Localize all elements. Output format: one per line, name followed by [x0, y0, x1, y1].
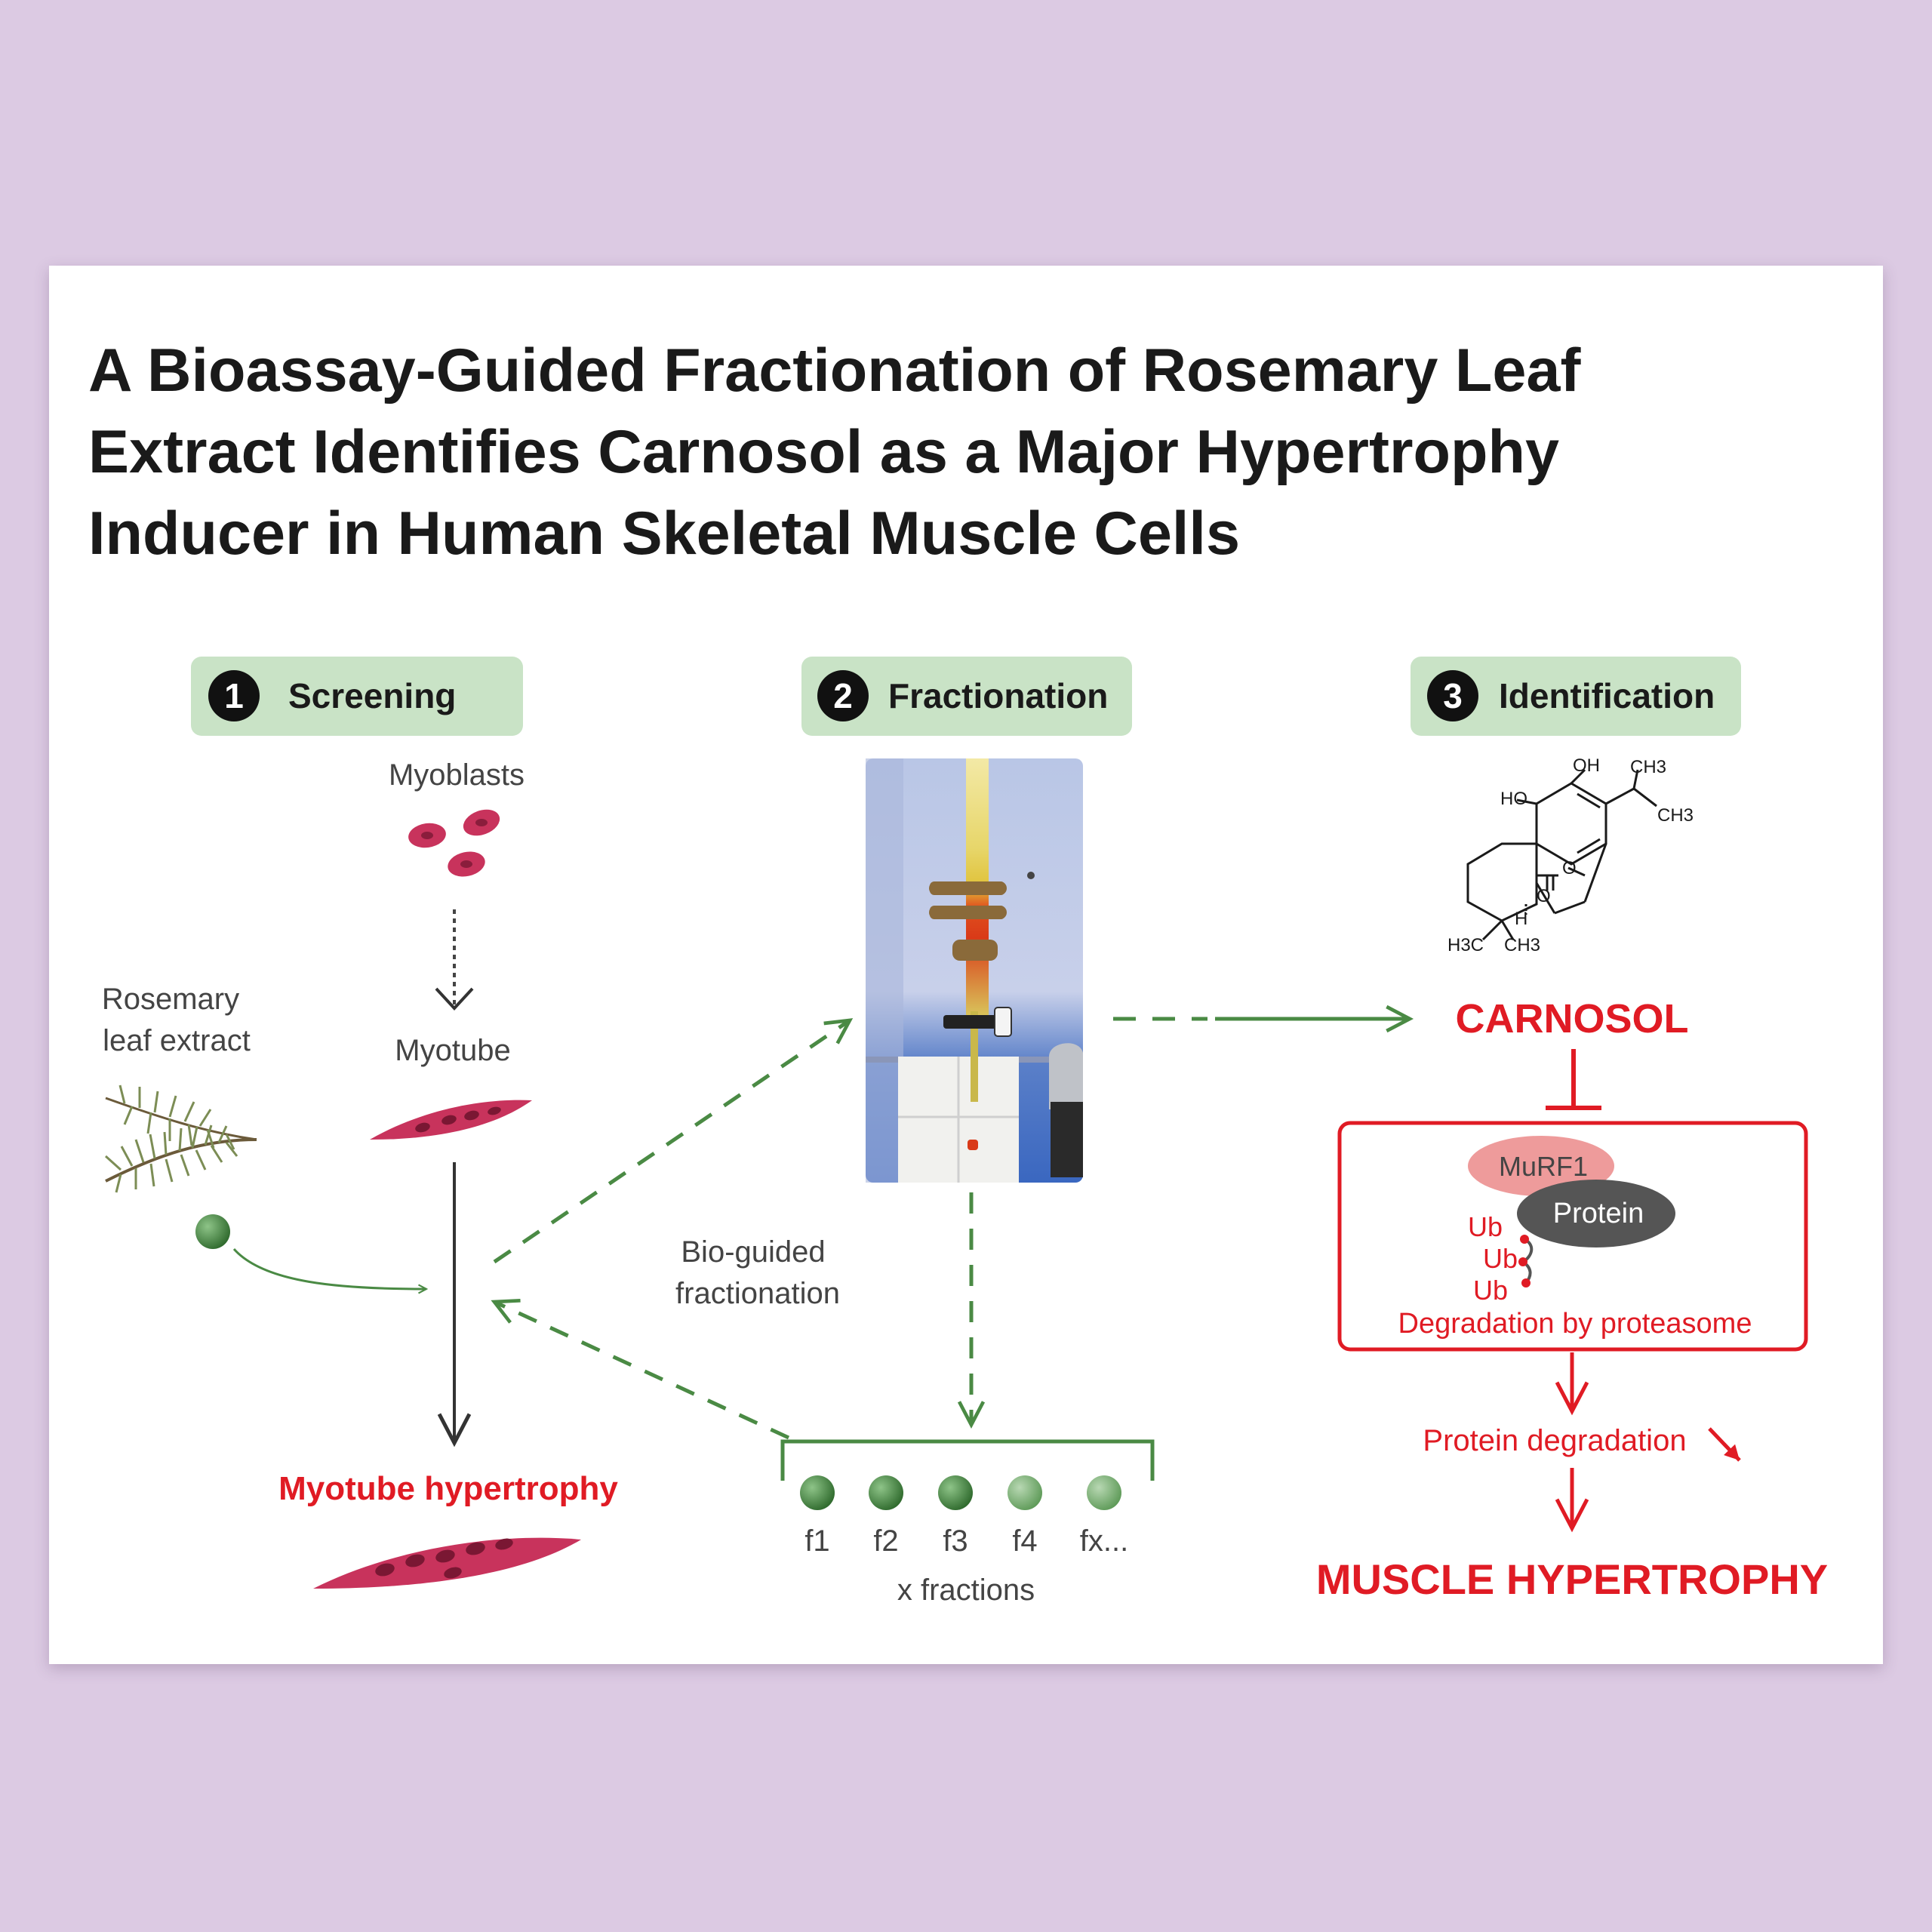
fraction-label-fx: fx...: [1080, 1524, 1128, 1558]
step-1-label: Screening: [288, 676, 456, 715]
carnosol-atom-labels: OH HO CH3 CH3 H O O H3C CH3: [1447, 755, 1694, 955]
screening-to-fractionation-arrow: [493, 1018, 854, 1264]
extract-label-line1: Rosemary: [102, 983, 239, 1016]
myoblast-cells: [408, 809, 500, 877]
fractions-bracket: [780, 1439, 1155, 1481]
svg-text:O: O: [1537, 886, 1551, 906]
svg-text:OH: OH: [1573, 755, 1600, 776]
carnosol-label: CARNOSOL: [1456, 996, 1689, 1041]
step-3-label: Identification: [1499, 676, 1715, 715]
fraction-ball-f3: [938, 1475, 973, 1510]
column-chromatography-photo: [866, 758, 1083, 1183]
step-3-badge: [1427, 670, 1478, 721]
step-2-label: Fractionation: [888, 676, 1108, 715]
fraction-ball-fx: [1087, 1475, 1121, 1510]
step-1-number: 1: [224, 676, 244, 715]
svg-text:H: H: [1515, 909, 1527, 929]
myotube-hypertrophy-label: Myotube hypertrophy: [278, 1470, 618, 1507]
svg-text:H3C: H3C: [1447, 935, 1484, 955]
step-2-badge: [817, 670, 869, 721]
fraction-label-f3: f3: [943, 1524, 968, 1558]
svg-text:CH3: CH3: [1657, 805, 1694, 826]
svg-text:HO: HO: [1500, 789, 1527, 809]
muscle-hypertrophy-label: MUSCLE HYPERTROPHY: [1316, 1555, 1828, 1603]
myoblasts-label: Myoblasts: [389, 758, 525, 792]
step-3-number: 3: [1443, 676, 1463, 715]
step-1-header: 1 Screening: [191, 657, 523, 736]
svg-text:CH3: CH3: [1630, 757, 1666, 777]
fractions-caption: x fractions: [897, 1574, 1035, 1607]
carnosol-structure: [1466, 768, 1657, 941]
bio-guided-label-line2: fractionation: [675, 1277, 840, 1310]
extract-label-line2: leaf extract: [103, 1024, 251, 1057]
graphical-abstract-card: A Bioassay-Guided Fractionation of Rosem…: [49, 266, 1883, 1664]
fraction-label-f1: f1: [804, 1524, 829, 1558]
protein-shape: [1517, 1180, 1675, 1247]
rosemary-sprig-icon: [104, 1084, 257, 1193]
myotube-cell: [370, 1100, 532, 1140]
extract-ball-icon: [195, 1214, 230, 1249]
ub-label-1: Ub: [1468, 1211, 1503, 1242]
fraction-labels: f1 f2 f3 f4 fx...: [804, 1524, 1128, 1558]
fractions-to-screening-arrow: [491, 1298, 790, 1440]
extract-to-myotube-arrow: [232, 1248, 426, 1289]
protein-degradation-label: Protein degradation: [1423, 1424, 1686, 1457]
svg-text:CH3: CH3: [1504, 935, 1540, 955]
ub-label-2: Ub: [1483, 1243, 1518, 1274]
decrease-arrow-icon: [1708, 1427, 1741, 1462]
step-3-header: 3 Identification: [1411, 657, 1741, 736]
protein-label: Protein: [1553, 1198, 1644, 1229]
step-2-header: 2 Fractionation: [801, 657, 1132, 736]
ubiquitin-chain: [1518, 1235, 1534, 1287]
hypertrophic-myotube-cell: [313, 1537, 581, 1589]
fraction-label-f2: f2: [873, 1524, 898, 1558]
degradation-by-proteasome-label: Degradation by proteasome: [1398, 1308, 1752, 1340]
ub-label-3: Ub: [1473, 1275, 1508, 1306]
fraction-label-f4: f4: [1012, 1524, 1037, 1558]
myotube-label: Myotube: [395, 1034, 510, 1067]
page-title: A Bioassay-Guided Fractionation of Rosem…: [88, 337, 1581, 568]
proteasome-degradation-box: [1337, 1121, 1808, 1352]
svg-text:O: O: [1562, 858, 1577, 878]
fraction-balls: [800, 1475, 1121, 1510]
bio-guided-label-line1: Bio-guided: [681, 1235, 825, 1269]
step-2-number: 2: [833, 676, 853, 715]
fraction-ball-f4: [1008, 1475, 1042, 1510]
step-1-badge: [208, 670, 260, 721]
fraction-ball-f2: [869, 1475, 903, 1510]
murf1-label: MuRF1: [1499, 1151, 1588, 1182]
differentiation-arrowhead: [435, 987, 474, 1011]
fraction-ball-f1: [800, 1475, 835, 1510]
